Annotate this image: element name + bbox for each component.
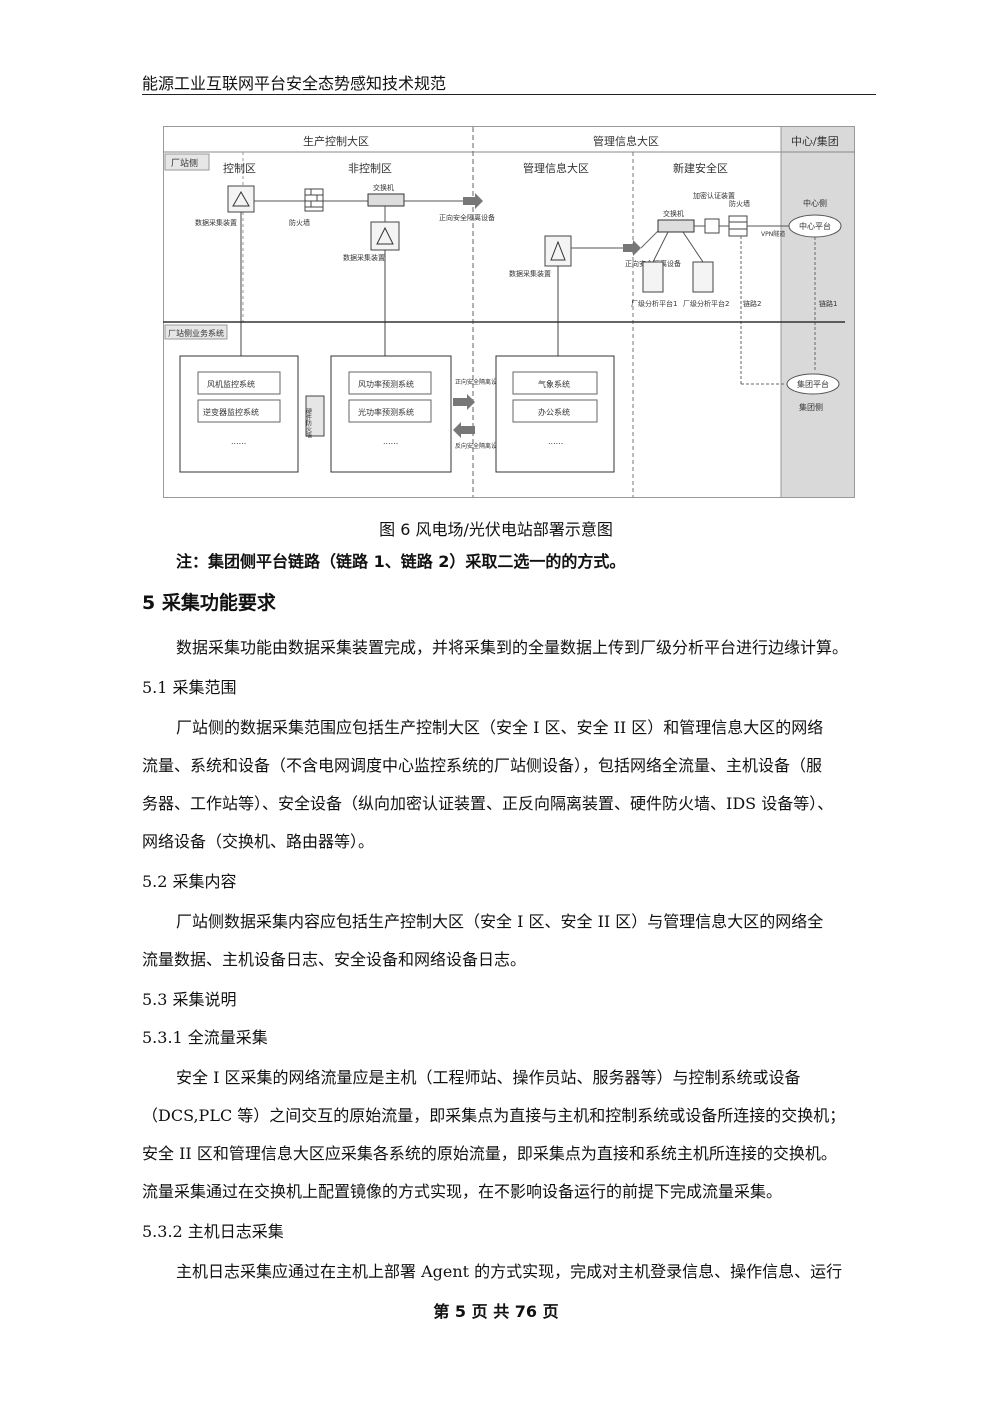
analysis1-icon [642,261,664,293]
center-side-label: 中心侧 [803,198,827,208]
collector1-icon [227,185,255,213]
subzone-noncontrol: 非控制区 [348,161,392,175]
deployment-diagram: 生产控制大区 管理信息大区 中心/集团 厂站侧 控制区 非控制区 管理信息大区 … [163,126,855,498]
section-5-2-heading: 5.2 采集内容 [142,872,237,891]
forward-isolation-arrow [463,193,483,209]
business-systems-tag: 厂站侧业务系统 [168,328,224,338]
firewall2-icon [728,215,748,237]
firewall-icon [304,188,324,212]
switch1-label: 交换机 [373,183,394,192]
intro-paragraph: 数据采集功能由数据采集装置完成，并将采集到的全量数据上传到厂级分析平台进行边缘计… [176,638,849,657]
section-5-1-heading: 5.1 采集范围 [142,678,237,697]
zone-production-label: 生产控制大区 [303,134,369,148]
sys-c2: 办公系统 [538,407,570,417]
vpn-label: VPN隧道 [761,230,785,238]
switch2-icon [657,219,695,233]
page-footer: 第 5 页 共 76 页 [433,1302,559,1321]
subzone-new-security: 新建安全区 [673,161,728,175]
hw-firewall-label: 硬件防火墙 [305,408,312,439]
sys-a1: 风机监控系统 [207,379,255,389]
collector2-icon [370,221,400,251]
figure-caption: 图 6 风电场/光伏电站部署示意图 [379,520,613,539]
section-5-3-1-heading: 5.3.1 全流量采集 [142,1028,268,1047]
group-side-label: 集团侧 [799,402,823,412]
s51-line-1: 厂站侧的数据采集范围应包括生产控制大区（安全 I 区、安全 II 区）和管理信息… [176,718,824,737]
analysis1-label: 厂级分析平台1 [631,299,677,308]
section-5-3-2-heading: 5.3.2 主机日志采集 [142,1222,284,1241]
s51-line-2: 流量、系统和设备（不含电网调度中心监控系统的厂站侧设备），包括网络全流量、主机设… [142,756,823,775]
sys-b-ellipsis: ...... [383,437,398,446]
zone-center-label: 中心/集团 [791,134,839,148]
forward-isolation-label: 正向安全隔离设备 [439,213,495,222]
center-zone-shade [781,127,854,497]
zone-management-label: 管理信息大区 [593,134,659,148]
group-platform-cloud [786,373,840,395]
analysis2-icon [692,261,714,293]
sys-b1: 风功率预测系统 [358,379,414,389]
s531-line-3: 安全 II 区和管理信息大区应采集各系统的原始流量，即采集点为直接和系统主机所连… [142,1144,837,1163]
sys-c1: 气象系统 [538,379,570,389]
forward-iso-bottom-label: 正向安全隔离设备 [455,378,503,386]
collector3-icon [544,235,572,267]
firewall2-label: 防火墙 [729,199,750,208]
s531-line-2: （DCS,PLC 等）之间交互的原始流量，即采集点为直接与主机和控制系统或设备所… [142,1106,846,1125]
plant-side-tag: 厂站侧 [171,157,198,169]
figure-note: 注：集团侧平台链路（链路 1、链路 2）采取二选一的的方式。 [176,552,626,571]
header-rule [142,94,876,95]
sys-a2: 逆变器监控系统 [203,407,259,417]
link2-label: 链路2 [743,299,761,308]
s52-line-2: 流量数据、主机设备日志、安全设备和网络设备日志。 [142,950,527,969]
collector3-label: 数据采集装置 [509,269,551,278]
reverse-iso-arrow-bottom [453,422,475,438]
subzone-mgmt-info: 管理信息大区 [523,161,589,175]
collector2-label: 数据采集装置 [343,253,385,262]
sys-c-ellipsis: ...... [548,437,563,446]
link1-label: 链路1 [819,299,837,308]
s51-line-4: 网络设备（交换机、路由器等）。 [142,832,375,851]
s531-line-4: 流量采集通过在交换机上配置镜像的方式实现，在不影响设备运行的前提下完成流量采集。 [142,1182,783,1201]
auth-gateway-label: 加密认证装置 [693,191,735,200]
hw-firewall-icon [305,395,325,437]
auth-gateway-icon [704,218,720,234]
sys-a-ellipsis: ...... [231,437,246,446]
s51-line-3: 务器、工作站等）、安全设备（纵向加密认证装置、正反向隔离装置、硬件防火墙、IDS… [142,794,834,813]
s531-line-1: 安全 I 区采集的网络流量应是主机（工程师站、操作员站、服务器等）与控制系统或设… [176,1068,801,1087]
sys-b2: 光功率预测系统 [358,407,414,417]
s52-line-1: 厂站侧数据采集内容应包括生产控制大区（安全 I 区、安全 II 区）与管理信息大… [176,912,824,931]
s532-line-1: 主机日志采集应通过在主机上部署 Agent 的方式实现，完成对主机登录信息、操作… [176,1262,843,1281]
subzone-control: 控制区 [223,161,256,175]
running-header: 能源工业互联网平台安全态势感知技术规范 [142,74,447,93]
forward-iso-arrow-bottom [453,394,475,410]
analysis2-label: 厂级分析平台2 [683,299,729,308]
section-5-heading: 5 采集功能要求 [142,592,276,614]
group-platform-label: 集团平台 [797,379,829,389]
center-platform-label: 中心平台 [799,221,831,231]
reverse-isolation-arrow [623,240,641,256]
reverse-iso-bottom-label: 反向安全隔离设备 [455,442,503,450]
firewall-label: 防火墙 [289,218,310,227]
switch2-label: 交换机 [663,209,684,218]
switch1-icon [367,193,405,207]
collector1-label: 数据采集装置 [195,218,237,227]
section-5-3-heading: 5.3 采集说明 [142,990,237,1009]
